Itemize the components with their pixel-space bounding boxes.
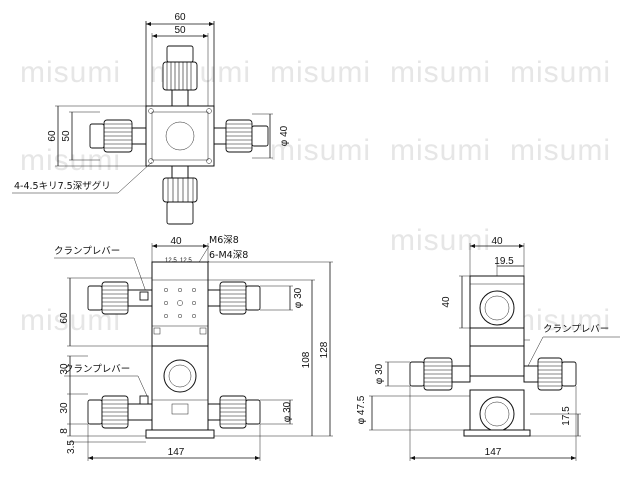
- front-view: 40 M6深8 6-M4深8 12.5 12.5 クランプレバー: [54, 235, 333, 461]
- watermark-text: misumi: [390, 56, 491, 89]
- dim-side-left-40: 40: [441, 296, 452, 308]
- dim-front-phi30-top: φ 30: [293, 287, 304, 308]
- dim-side-top-40: 40: [491, 236, 503, 247]
- dim-front-147: 147: [168, 447, 185, 458]
- dim-side-147: 147: [485, 447, 502, 458]
- dim-front-3-5: 3.5: [66, 440, 77, 454]
- watermark-text: misumi: [270, 56, 371, 89]
- dim-side-17-5: 17.5: [561, 406, 572, 426]
- side-middle-block: [469, 345, 525, 377]
- clamp-lever-label-upper: クランプレバー: [54, 246, 120, 257]
- dim-front-8: 8: [59, 428, 70, 434]
- dim-top-diameter: φ 40: [279, 125, 290, 146]
- dim-top-width-inner: 50: [174, 25, 186, 36]
- watermark-text: misumi: [270, 134, 371, 167]
- dim-front-128: 128: [319, 341, 330, 358]
- side-view: 40 19.5 40 クランプレバー: [356, 236, 620, 461]
- hole-note: 4-4.5キリ7.5深ザグリ: [14, 180, 111, 192]
- dim-side-phi30: φ 30: [374, 363, 385, 384]
- dim-front-30b: 30: [59, 402, 70, 414]
- top-view: 60 50 60 50: [12, 12, 290, 225]
- watermark-text: misumi: [390, 224, 491, 257]
- top-knob: [162, 61, 198, 91]
- tap-note-m6: M6深8: [209, 235, 239, 246]
- clamp-lever-label-lower: クランプレバー: [64, 364, 130, 375]
- clamp-lever-label-side: クランプレバー: [543, 324, 609, 335]
- dim-side-phi47-5: φ 47.5: [356, 395, 367, 424]
- dim-front-phi30-bottom: φ 30: [282, 401, 293, 422]
- watermark-group: misumi misumi misumi misumi misumi misum…: [20, 56, 611, 337]
- top-stage-body: [145, 105, 215, 167]
- dim-front-108: 108: [301, 351, 312, 368]
- watermark-text: misumi: [510, 56, 611, 89]
- dim-front-30a: 30: [59, 363, 70, 375]
- front-upper-stage: [151, 261, 209, 347]
- pitch-label: 12.5: [165, 258, 177, 264]
- pitch-label: 12.5: [180, 258, 192, 264]
- dim-side-top-19-5: 19.5: [494, 256, 514, 267]
- watermark-text: misumi: [510, 304, 611, 337]
- dim-top-height-inner: 50: [61, 130, 72, 142]
- dim-top-width-outer: 60: [174, 12, 186, 23]
- watermark-text: misumi: [20, 144, 121, 177]
- watermark-text: misumi: [390, 134, 491, 167]
- dim-front-top-width: 40: [170, 236, 182, 247]
- watermark-text: misumi: [510, 134, 611, 167]
- watermark-text: misumi: [20, 56, 121, 89]
- tap-note-m4: 6-M4深8: [209, 250, 248, 261]
- dim-front-60: 60: [59, 312, 70, 324]
- dim-top-height-outer: 60: [47, 130, 58, 142]
